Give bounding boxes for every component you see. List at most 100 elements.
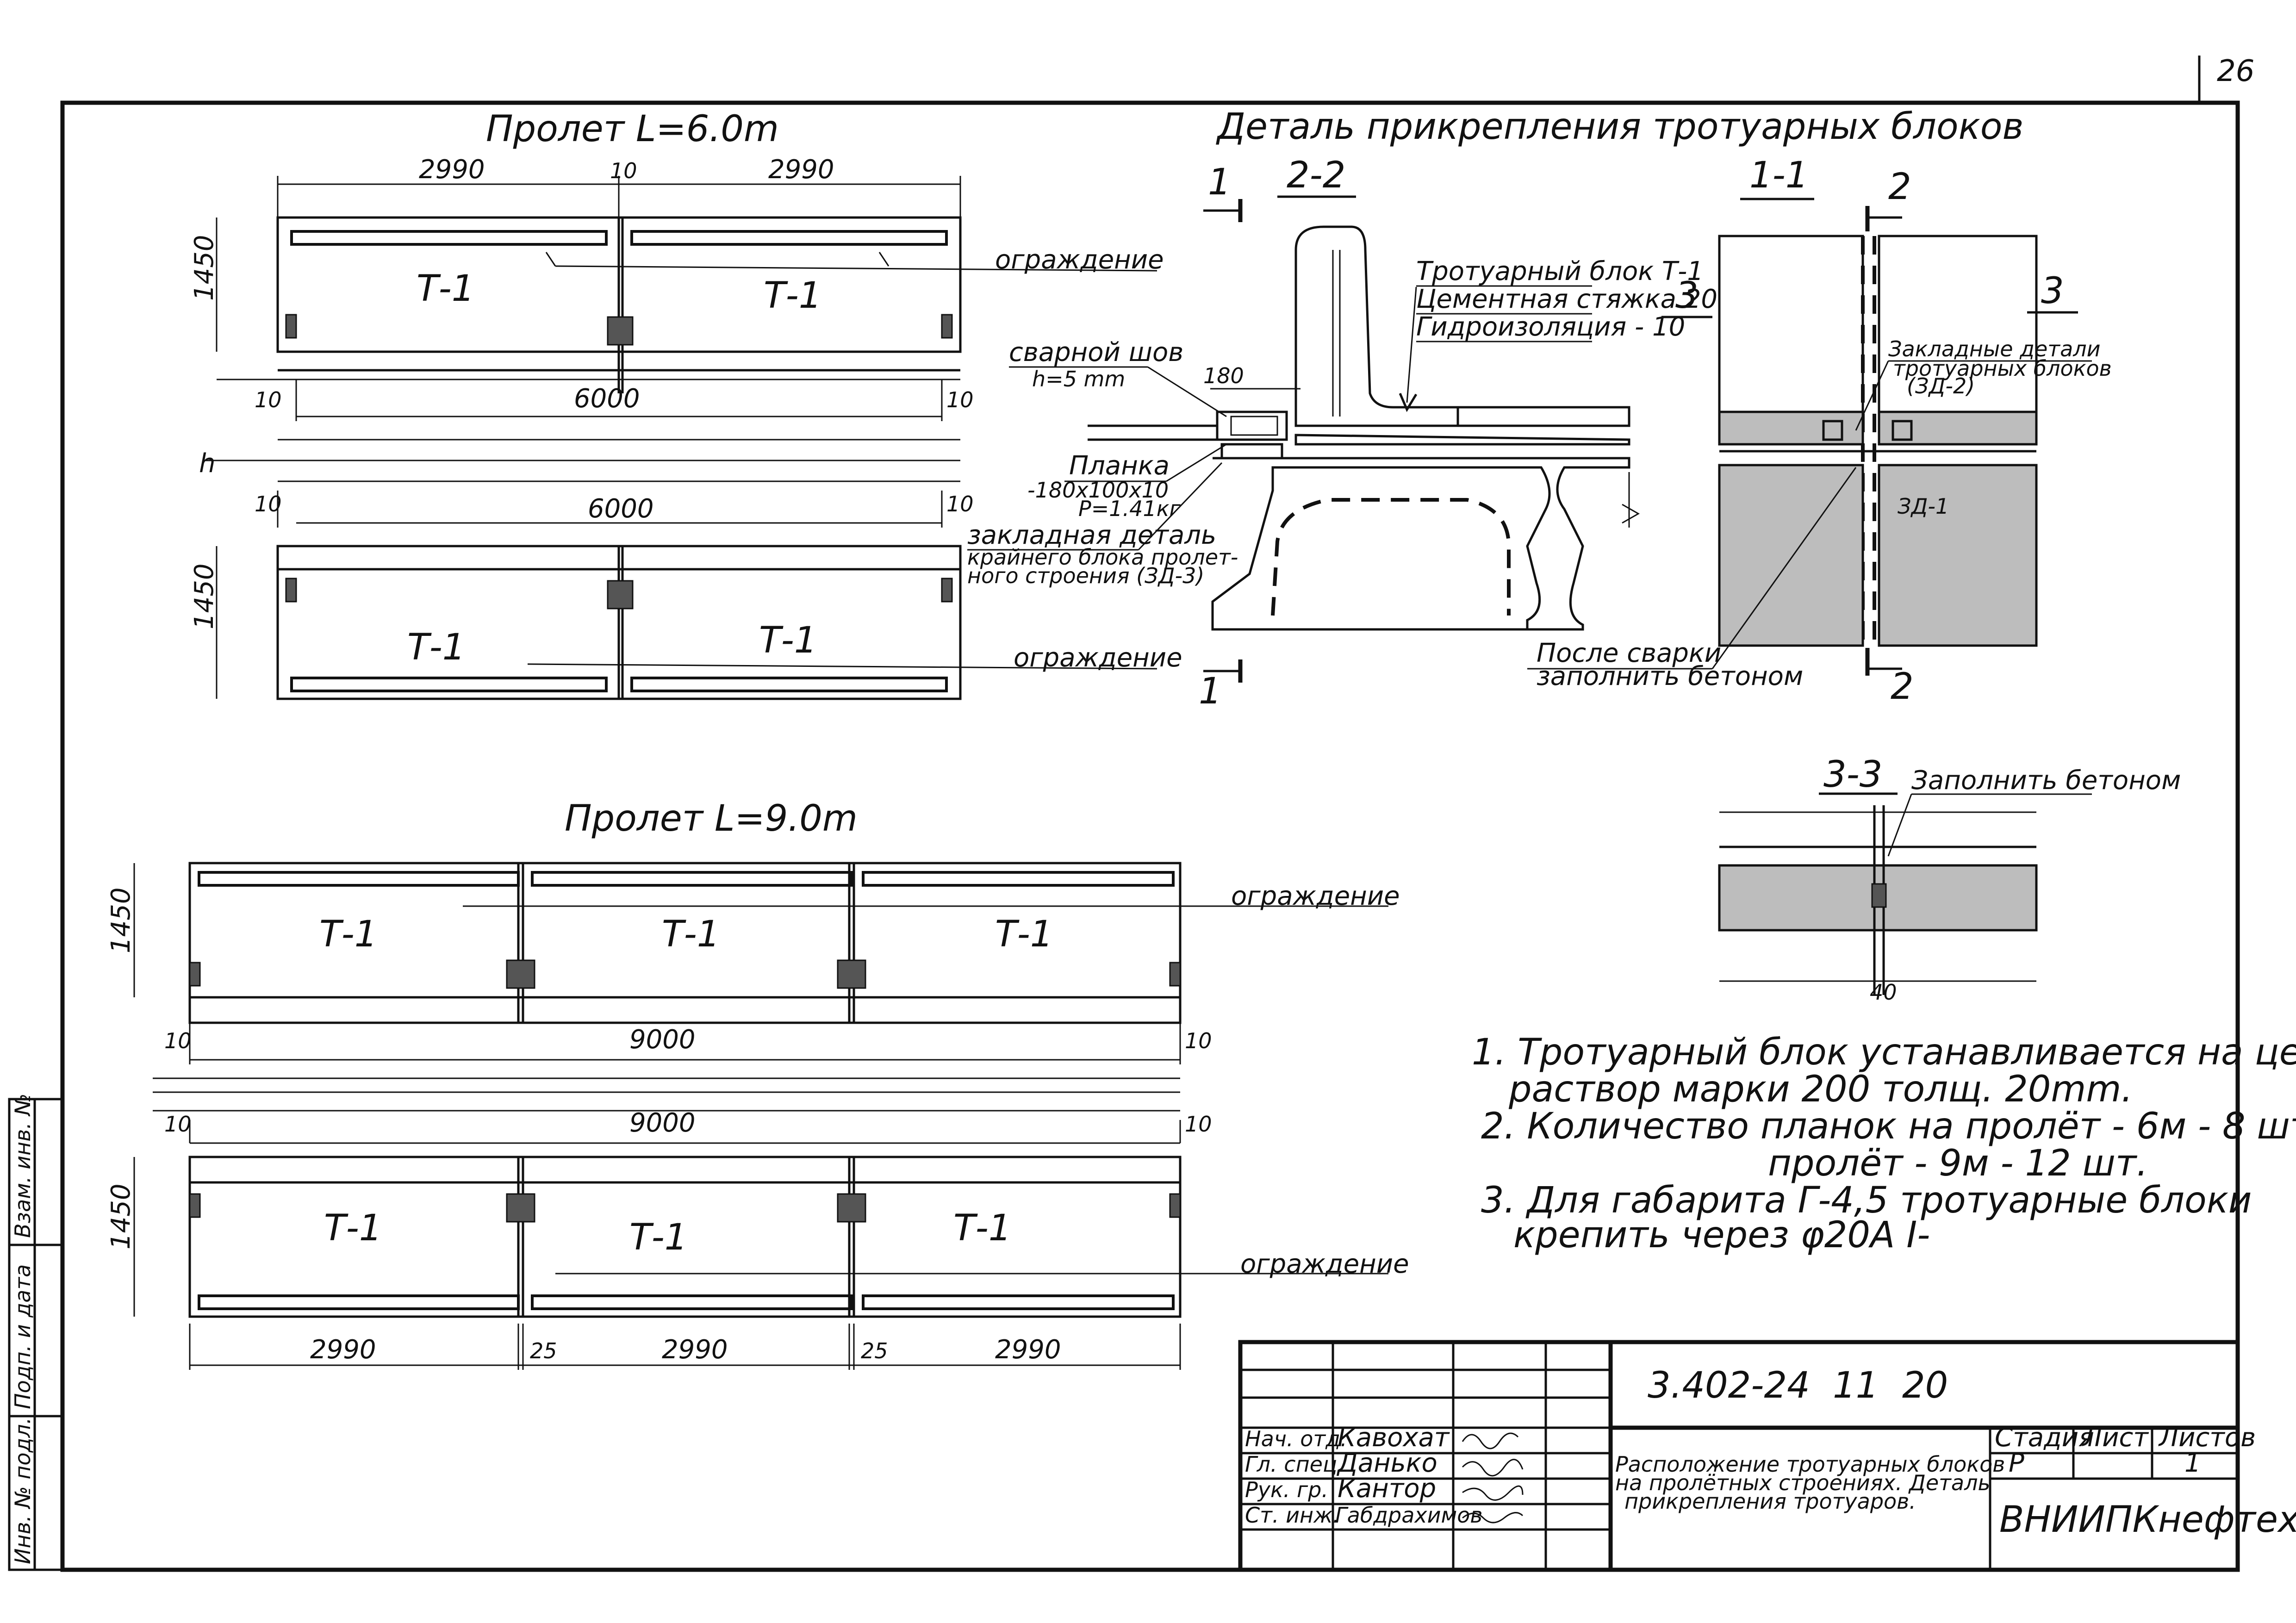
stamp-role-3: Рук. гр. xyxy=(1245,1477,1328,1502)
stamp-title-3: прикрепления тротуаров. xyxy=(1624,1489,1916,1514)
plan6-title: Пролет L=6.0m xyxy=(486,108,779,150)
side-stamp: Инв. № подл. Подп. и дата Взам. инв. № xyxy=(8,1094,64,1571)
signature-1 xyxy=(1462,1432,1519,1449)
plan6-block-a: Т-1 xyxy=(417,268,474,310)
section-3-3-label: 3-3 xyxy=(1823,754,1882,796)
cut-2-top: 2 xyxy=(1888,166,1911,208)
plan9-gap-bl: 10 xyxy=(164,1112,192,1137)
after-weld-2: заполнить бетоном xyxy=(1537,661,1803,691)
layer-1-label: Тротуарный блок Т-1 xyxy=(1416,256,1704,286)
plan9-fence-top: ограждение xyxy=(1231,881,1400,911)
dim-33: 40 xyxy=(1870,980,1897,1005)
section-1-1-label: 1-1 xyxy=(1749,155,1808,196)
stamp-name-1: Кавохат xyxy=(1338,1423,1450,1453)
weld-h: h=5 mm xyxy=(1032,367,1125,392)
after-weld-1: После сварки xyxy=(1537,638,1721,668)
note-2a: 2. Количество планок на пролёт - 6м - 8 … xyxy=(1481,1106,2296,1147)
stamp-org: ВНИИПКнефтехим xyxy=(1999,1499,2296,1541)
plan6-block-b: Т-1 xyxy=(764,275,821,317)
plan6-span-top: 6000 xyxy=(574,384,640,414)
plan9-dim-1: 2990 xyxy=(310,1335,376,1365)
plan6-block-c: Т-1 xyxy=(407,627,465,668)
cut-2-bottom: 2 xyxy=(1891,666,1914,708)
notes: 1. Тротуарный блок устанавливается на це… xyxy=(1472,1032,2296,1256)
dim-180: 180 xyxy=(1203,363,1244,388)
plan9-dim-h-bottom: 1450 xyxy=(106,1183,136,1250)
embed-11-2: тротуарных блоков xyxy=(1893,356,2112,381)
plank-label: Планка xyxy=(1069,451,1170,481)
stamp-stage-h: Стадия xyxy=(1995,1423,2094,1453)
embed-label-2: крайнего блока пролет- xyxy=(967,545,1238,570)
plan9-block-a: Т-1 xyxy=(319,914,377,955)
note-3b: крепить через φ20А I- xyxy=(1513,1214,1930,1256)
note-1b: раствор марки 200 толщ. 20mm. xyxy=(1508,1069,2133,1110)
plank-weight: P=1.41кг xyxy=(1078,496,1181,521)
plan9-block-c: Т-1 xyxy=(995,914,1053,955)
stamp-role-4: Ст. инж. xyxy=(1245,1503,1339,1528)
stamp-sheet-h: Лист xyxy=(2082,1423,2149,1453)
beam-section xyxy=(1211,457,1630,631)
title-block: Стадия Лист Листов Р 1 ВНИИПКнефтехим 3.… xyxy=(1238,1340,2296,1572)
cut-3-right: 3 xyxy=(2041,270,2064,312)
signature-3 xyxy=(1462,1485,1524,1501)
plan6-mid-h: h xyxy=(199,448,216,479)
plan6-fence-bottom: ограждение xyxy=(1014,643,1182,673)
stamp-role-2: Гл. спец. xyxy=(1245,1452,1344,1477)
plan9-bottom-deck xyxy=(188,1156,1182,1318)
weld-label: сварной шов xyxy=(1009,337,1183,367)
sheet-frame: 26 xyxy=(60,54,2254,1572)
plan9-gap-tr: 10 xyxy=(1185,1028,1212,1053)
plan9-block-d: Т-1 xyxy=(324,1207,382,1249)
stamp-doc-sheet: 20 xyxy=(1902,1365,1948,1406)
embed-11-1: Закладные детали xyxy=(1888,336,2101,361)
plan9-block-b: Т-1 xyxy=(662,914,720,955)
note-1a: 1. Тротуарный блок устанавливается на це… xyxy=(1472,1032,2296,1073)
plan6-span-bottom: 6000 xyxy=(588,494,654,524)
signature-2 xyxy=(1462,1459,1524,1477)
plan6-dim-mid: 10 xyxy=(610,158,637,183)
signature-4 xyxy=(1462,1512,1524,1524)
cut-1-bottom: 1 xyxy=(1199,671,1222,712)
note-2b: пролёт - 9м - 12 шт. xyxy=(1768,1143,2148,1184)
side-stamp-replace: Взам. инв. № xyxy=(10,1094,35,1238)
plan6-gap-bl: 10 xyxy=(255,491,282,516)
stamp-name-4: Габдрахимов xyxy=(1335,1503,1482,1528)
plan6-dim-h-bottom: 1450 xyxy=(189,563,219,629)
plan9-span-top: 9000 xyxy=(629,1025,696,1055)
stamp-title-2: на пролётных строениях. Деталь xyxy=(1615,1470,1991,1495)
plan9-fence-bottom: ограждение xyxy=(1240,1249,1409,1279)
stamp-doc-code: 3.402-24 xyxy=(1648,1365,1810,1406)
detail-attachment: Деталь прикрепления тротуарных блоков 2-… xyxy=(967,106,2181,1005)
embed-label-1: закладная деталь xyxy=(967,520,1216,550)
note-3a: 3. Для габарита Г-4,5 тротуарные блоки xyxy=(1481,1180,2252,1221)
layer-2-label: Цементная стяжка 20 xyxy=(1416,284,1717,314)
plan9-title: Пролет L=9.0m xyxy=(565,798,858,839)
section-2-2-label: 2-2 xyxy=(1287,155,1345,196)
zd-1-label: ЗД-1 xyxy=(1898,494,1949,519)
side-stamp-inv: Инв. № подл. xyxy=(10,1418,35,1564)
layer-3-label: Гидроизоляция - 10 xyxy=(1416,312,1685,342)
plank-size: -180x100x10 xyxy=(1027,478,1169,503)
plan9-block-f: Т-1 xyxy=(953,1207,1011,1249)
embed-label-3: ного строения (ЗД-3) xyxy=(967,563,1204,588)
plan-9m: Пролет L=9.0m Т-1 Т-1 Т-1 ограждение 145… xyxy=(106,798,1409,1370)
stamp-name-2: Данько xyxy=(1336,1448,1437,1478)
plan9-dim-2: 25 xyxy=(530,1338,557,1363)
plan9-top-deck xyxy=(188,862,1182,1024)
plan9-gap-tl: 10 xyxy=(164,1028,192,1053)
plan6-dim-left: 2990 xyxy=(419,155,485,185)
detail-title: Деталь прикрепления тротуарных блоков xyxy=(1216,106,2023,148)
plan9-dim-3: 2990 xyxy=(662,1335,728,1365)
plan6-dim-h-top: 1450 xyxy=(189,235,219,301)
fill-concrete-label: Заполнить бетоном xyxy=(1911,765,2181,796)
plan6-fence-top: ограждение xyxy=(995,245,1164,275)
plan6-gap-tr: 10 xyxy=(946,387,974,412)
stamp-stage-v: Р xyxy=(2009,1448,2024,1478)
plan6-dim-right: 2990 xyxy=(768,155,834,185)
plan9-block-e: Т-1 xyxy=(629,1217,687,1258)
plan9-dim-h-top: 1450 xyxy=(106,887,136,953)
plan9-dim-4: 25 xyxy=(861,1338,888,1363)
stamp-sheets-h: Листов xyxy=(2158,1423,2256,1453)
stamp-name-3: Кантор xyxy=(1338,1474,1436,1504)
